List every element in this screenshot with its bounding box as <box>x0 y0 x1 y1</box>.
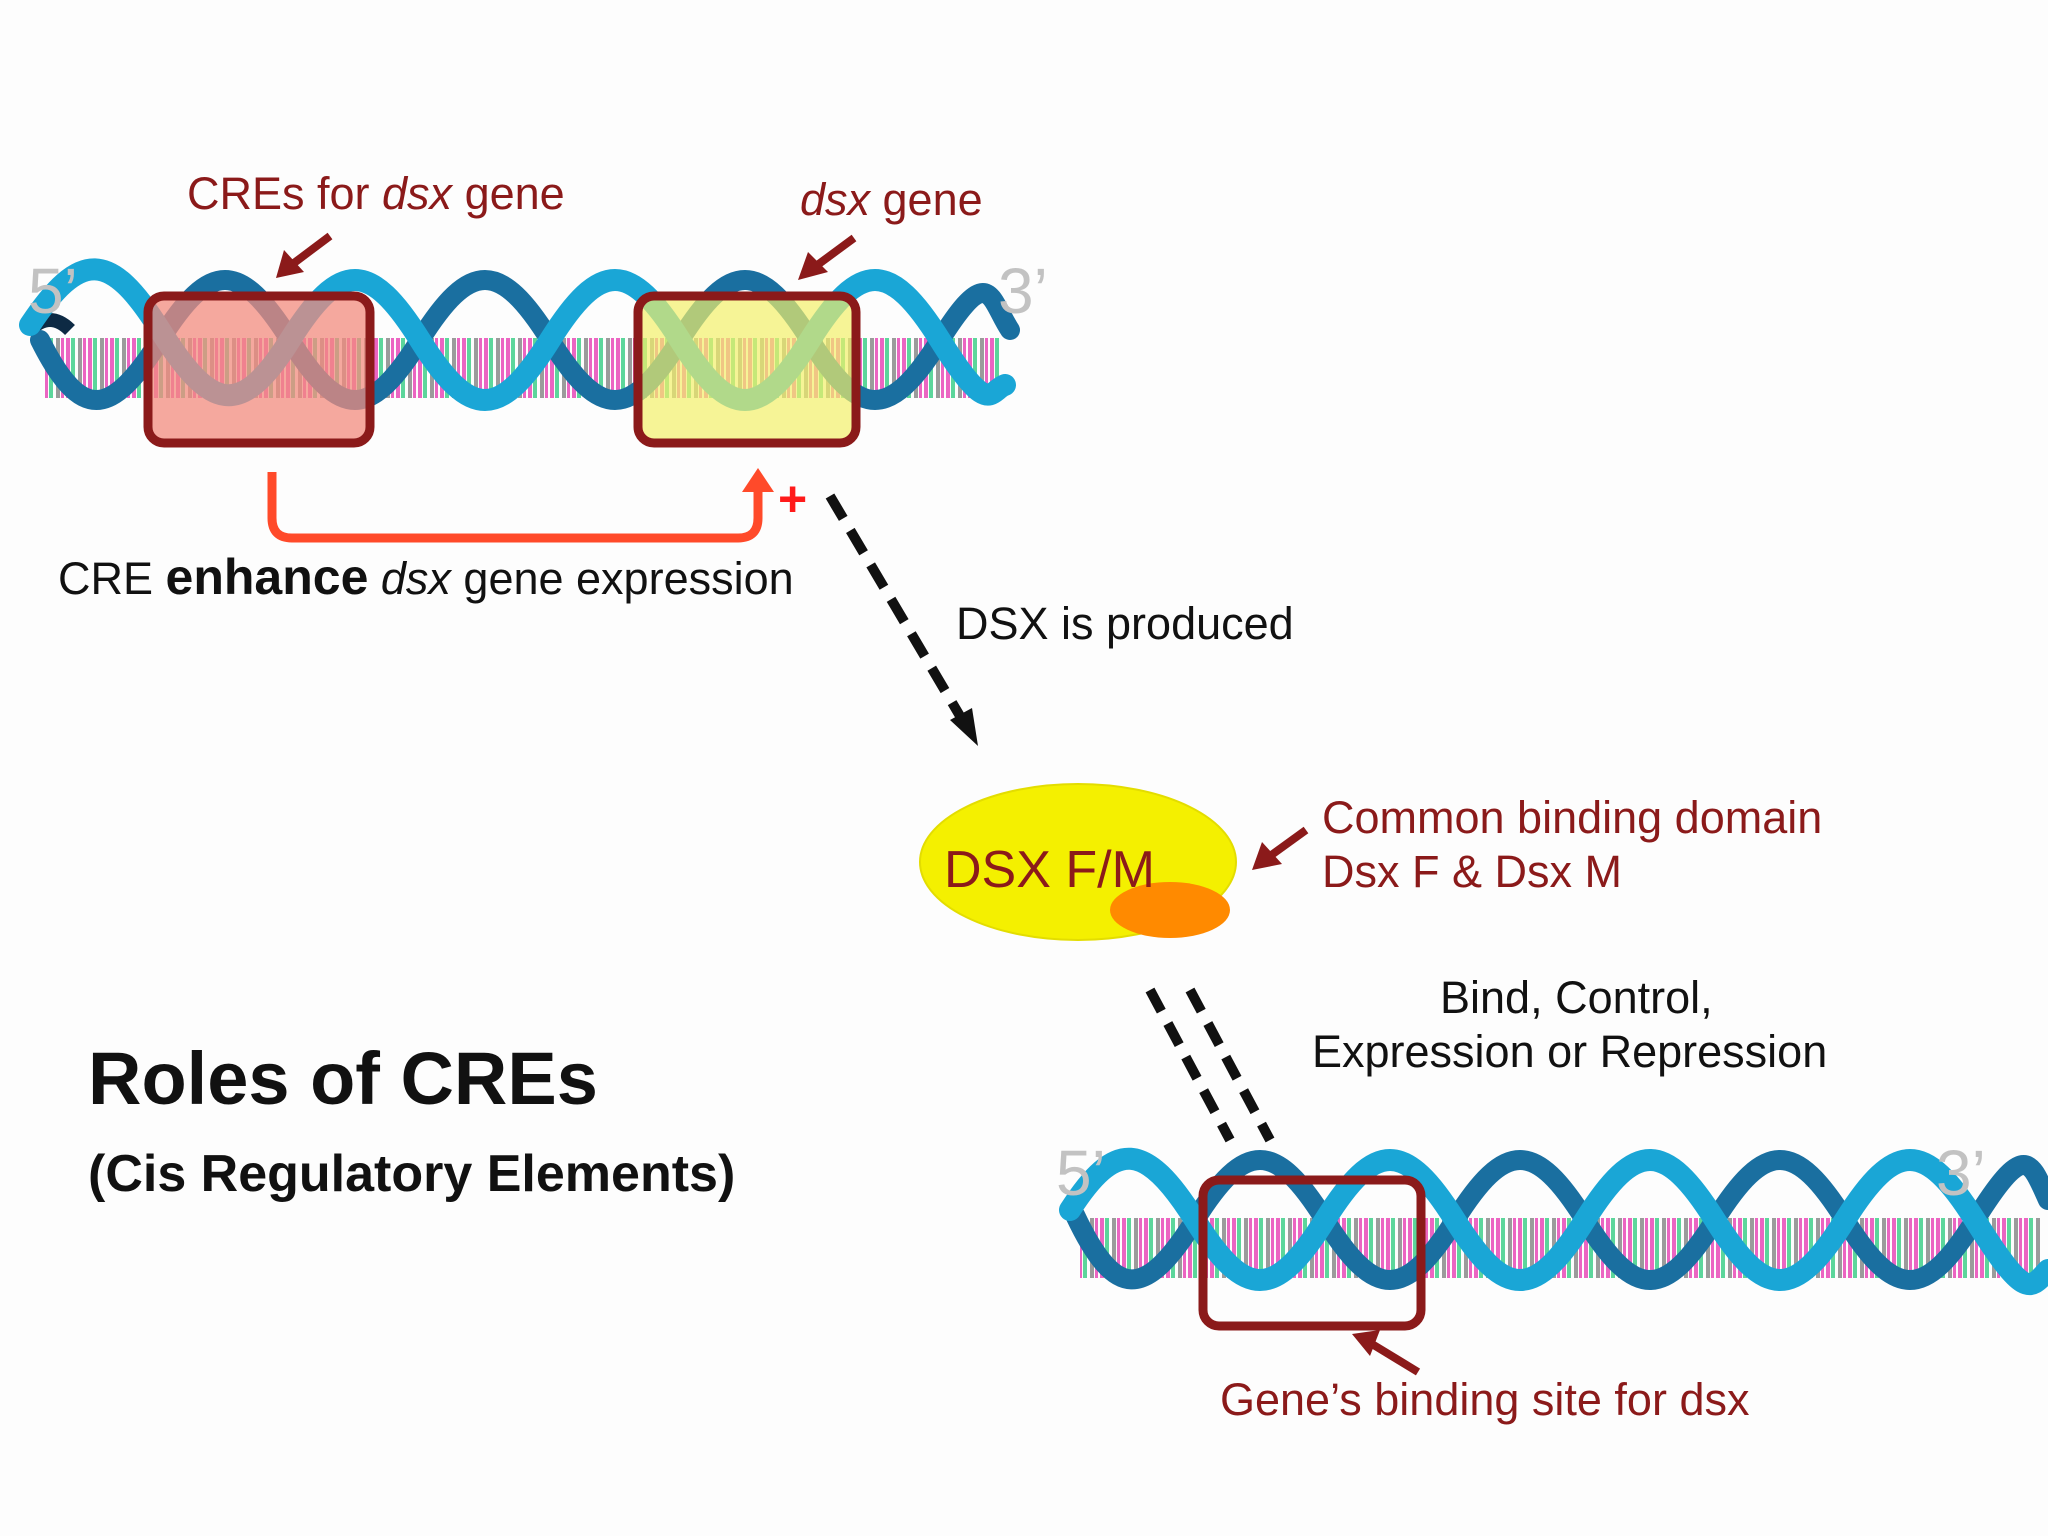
gene-pointer-arrow <box>798 234 857 280</box>
enhance-bold: enhance <box>165 549 369 605</box>
binding-domain-line2: Dsx F & Dsx M <box>1322 846 1622 897</box>
binding-dashed-lines <box>1145 987 1275 1143</box>
produced-dashed-arrow <box>825 493 978 746</box>
binding-site-label: Gene’s binding site for dsx <box>1220 1374 1750 1425</box>
binding-domain-pointer <box>1252 826 1309 870</box>
top-5-prime-label: 5’ <box>28 255 78 327</box>
cre-label-post: gene <box>452 168 565 219</box>
bottom-dna-helix <box>1059 1147 2048 1295</box>
cre-region-box <box>143 291 375 448</box>
gene-label-post: gene <box>870 174 983 225</box>
cre-label-pre: CREs for <box>187 168 383 219</box>
enhance-italic: dsx <box>380 553 451 604</box>
bottom-5-prime-label: 5’ <box>1056 1137 1106 1209</box>
dsx-gene-box <box>633 291 861 448</box>
binding-domain-line1: Common binding domain <box>1322 792 1823 843</box>
binding-site-pointer <box>1352 1330 1421 1376</box>
cre-label: CREs for dsx gene <box>187 168 565 220</box>
binding-site-box <box>1198 1175 1426 1331</box>
gene-label: dsx gene <box>800 174 983 226</box>
produced-caption: DSX is produced <box>956 598 1294 649</box>
cre-pointer-arrow <box>276 232 333 278</box>
plus-sign: + <box>778 471 808 527</box>
slide-subtitle: (Cis Regulatory Elements) <box>88 1145 736 1203</box>
bind-text-line2: Expression or Repression <box>1312 1026 1828 1077</box>
binding-domain-ellipse <box>1110 882 1230 938</box>
cre-label-italic: dsx <box>382 168 453 219</box>
enhance-arrow <box>267 468 774 543</box>
enhance-pre: CRE <box>58 553 166 604</box>
enhance-post: gene expression <box>450 553 794 604</box>
top-3-prime-label: 3’ <box>998 255 1048 327</box>
bottom-3-prime-label: 3’ <box>1936 1137 1986 1209</box>
protein-label: DSX F/M <box>944 841 1155 899</box>
gene-label-italic: dsx <box>800 174 871 225</box>
enhance-caption: CRE enhance dsx gene expression <box>58 548 794 606</box>
bind-text-line1: Bind, Control, <box>1440 972 1713 1023</box>
slide-title: Roles of CREs <box>88 1037 598 1120</box>
